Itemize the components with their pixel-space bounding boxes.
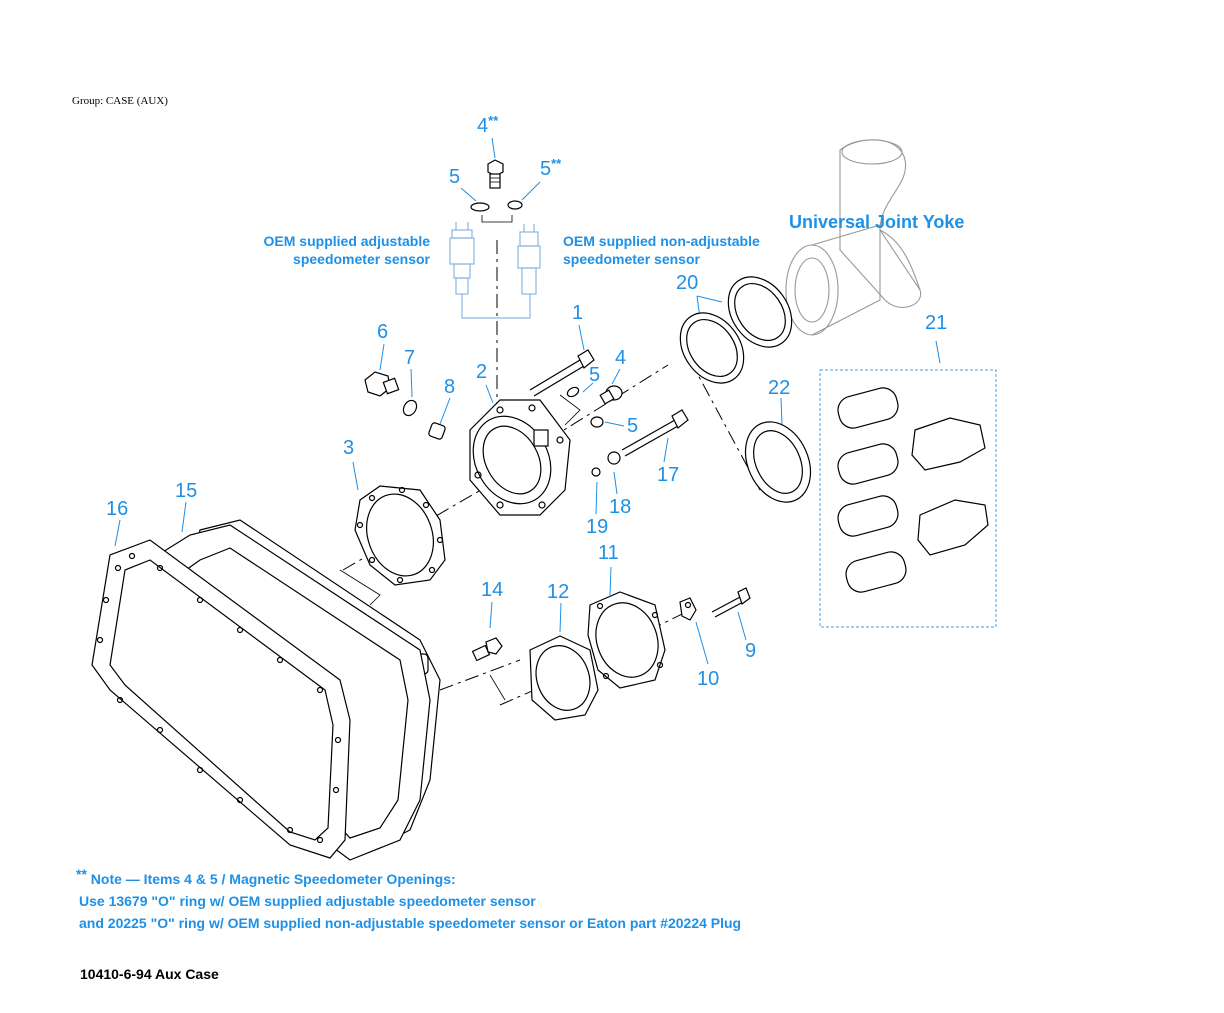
bracket-item-10 — [679, 597, 697, 621]
callout-1: 1 — [572, 302, 584, 324]
callout-16: 16 — [106, 498, 129, 520]
callout-19: 19 — [586, 516, 609, 538]
bearing-cover-item-2 — [469, 399, 571, 516]
yoke-label: Universal Joint Yoke — [789, 212, 965, 232]
non-adjustable-sensor-label: OEM supplied non-adjustable speedometer … — [563, 233, 760, 267]
drawing-number: 10410-6-94 Aux Case — [80, 966, 219, 982]
group-title: Group: CASE (AUX) — [72, 95, 168, 107]
note-line-3: and 20225 "O" ring w/ OEM supplied non-a… — [79, 915, 742, 931]
note-line-1: ** Note — Items 4 & 5 / Magnetic Speedom… — [76, 866, 456, 887]
gasket-item-3 — [354, 485, 446, 586]
seal-item-20-inner — [679, 312, 745, 384]
sleeve-item-8 — [428, 422, 446, 440]
callout-5-side-upper: 5 — [589, 364, 601, 386]
plug-item-14 — [471, 637, 503, 662]
note-block: ** Note — Items 4 & 5 / Magnetic Speedom… — [76, 866, 742, 934]
adjustable-sensor-label: OEM supplied adjustable speedometer sens… — [263, 233, 430, 267]
adjustable-sensor — [449, 222, 475, 295]
plug-item-6 — [364, 371, 400, 397]
bolt-item-17 — [621, 409, 689, 457]
oring-item-5-upper — [566, 386, 580, 398]
oring-bracket — [481, 215, 513, 223]
washer-item-18 — [607, 451, 621, 465]
callout-18: 18 — [609, 496, 632, 518]
callout-11: 11 — [598, 542, 619, 564]
oring-item-5 — [470, 202, 490, 212]
leader-lines — [114, 137, 941, 665]
note-line-2: Use 13679 "O" ring w/ OEM supplied adjus… — [79, 893, 536, 909]
callout-20: 20 — [676, 272, 699, 294]
callout-7: 7 — [404, 347, 416, 369]
callout-21: 21 — [925, 312, 948, 334]
oring-item-5-lower — [590, 416, 604, 428]
callout-15: 15 — [175, 480, 198, 502]
part-item-19 — [591, 467, 601, 477]
callout-17: 17 — [657, 464, 680, 486]
sensor-bracket — [461, 294, 531, 319]
bolt-item-1 — [529, 349, 595, 397]
callout-4-top: 4** — [477, 113, 499, 137]
callout-8: 8 — [444, 376, 456, 398]
callout-14: 14 — [481, 579, 504, 601]
callout-5-top-right: 5** — [540, 156, 562, 180]
kit-item-21-box — [819, 369, 997, 628]
callout-22: 22 — [768, 377, 791, 399]
kit-item-21-parts — [837, 387, 989, 593]
seal-item-22 — [744, 421, 812, 503]
seal-item-20-outer — [727, 276, 793, 348]
callout-9: 9 — [745, 640, 757, 662]
universal-joint-yoke — [785, 139, 922, 336]
callout-6: 6 — [377, 321, 389, 343]
gasket-item-16 — [91, 539, 351, 859]
callout-10: 10 — [697, 668, 720, 690]
callout-5-top-left: 5 — [449, 166, 461, 188]
callout-3: 3 — [343, 437, 355, 459]
callout-4-side: 4 — [615, 347, 627, 369]
bolt-item-9 — [711, 587, 751, 618]
callout-2: 2 — [476, 361, 488, 383]
gasket-item-12 — [529, 635, 599, 721]
oring-item-5-star — [507, 200, 523, 210]
callout-12: 12 — [547, 581, 570, 603]
cover-item-11 — [587, 591, 666, 689]
non-adjustable-sensor — [517, 224, 541, 295]
plug-item-4-side — [599, 385, 623, 405]
callout-5-side-lower: 5 — [627, 415, 639, 437]
oring-item-7 — [402, 399, 418, 417]
plug-item-4-top — [487, 159, 504, 189]
